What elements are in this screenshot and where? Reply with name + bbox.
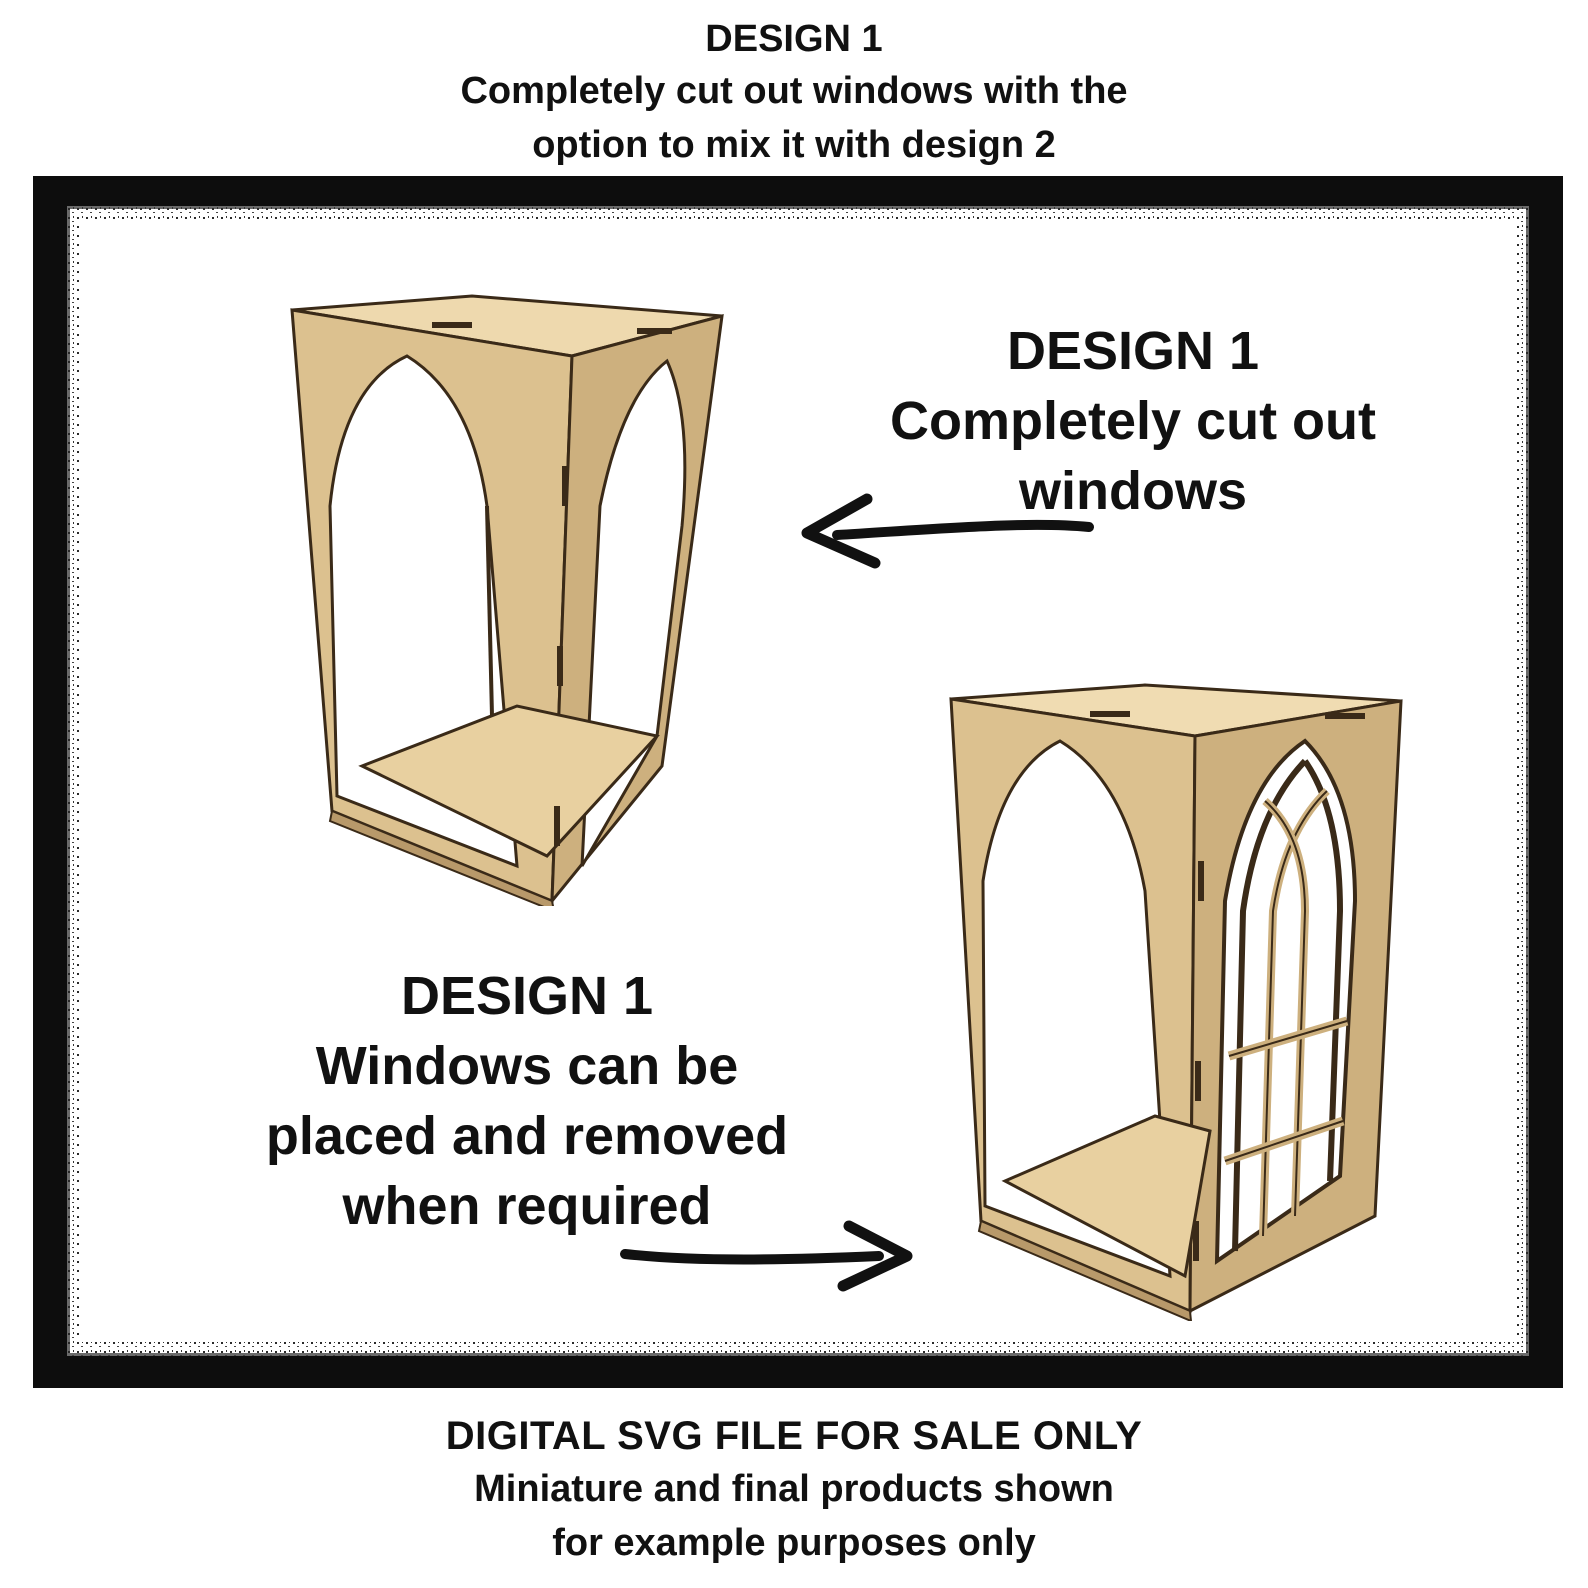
callout-bottom-line2: Windows can be	[315, 1036, 739, 1096]
footer-disclaimer: DIGITAL SVG FILE FOR SALE ONLY Miniature…	[0, 1410, 1588, 1570]
header-caption: DESIGN 1 Completely cut out windows with…	[0, 14, 1588, 172]
header-title: DESIGN 1	[705, 18, 883, 60]
callout-bottom-line4: when required	[342, 1176, 712, 1236]
product-panel: DESIGN 1 Completely cut out windows DESI…	[67, 206, 1529, 1356]
grunge-border	[67, 206, 1529, 1356]
footer-line2: Miniature and final products shown	[474, 1468, 1114, 1510]
callout-open-windows: DESIGN 1 Completely cut out windows	[873, 316, 1393, 526]
callout-top-line3: windows	[1019, 461, 1247, 521]
lantern-design-1-with-windows	[949, 683, 1403, 1321]
lantern-design-1-open	[290, 294, 724, 906]
callout-removable-windows: DESIGN 1 Windows can be placed and remov…	[217, 961, 837, 1241]
callout-top-line2: Completely cut out	[889, 391, 1377, 451]
arrow-right-icon	[620, 1220, 913, 1292]
arrow-left-icon	[801, 493, 1094, 569]
footer-line3: for example purposes only	[552, 1522, 1036, 1564]
header-description-line1: Completely cut out windows with the	[460, 70, 1128, 112]
callout-bottom-title: DESIGN 1	[400, 966, 654, 1026]
footer-title: DIGITAL SVG FILE FOR SALE ONLY	[445, 1414, 1143, 1458]
callout-top-title: DESIGN 1	[1006, 321, 1260, 381]
black-frame: DESIGN 1 Completely cut out windows DESI…	[33, 176, 1563, 1388]
callout-bottom-line3: placed and removed	[265, 1106, 789, 1166]
header-description-line2: option to mix it with design 2	[532, 124, 1056, 166]
